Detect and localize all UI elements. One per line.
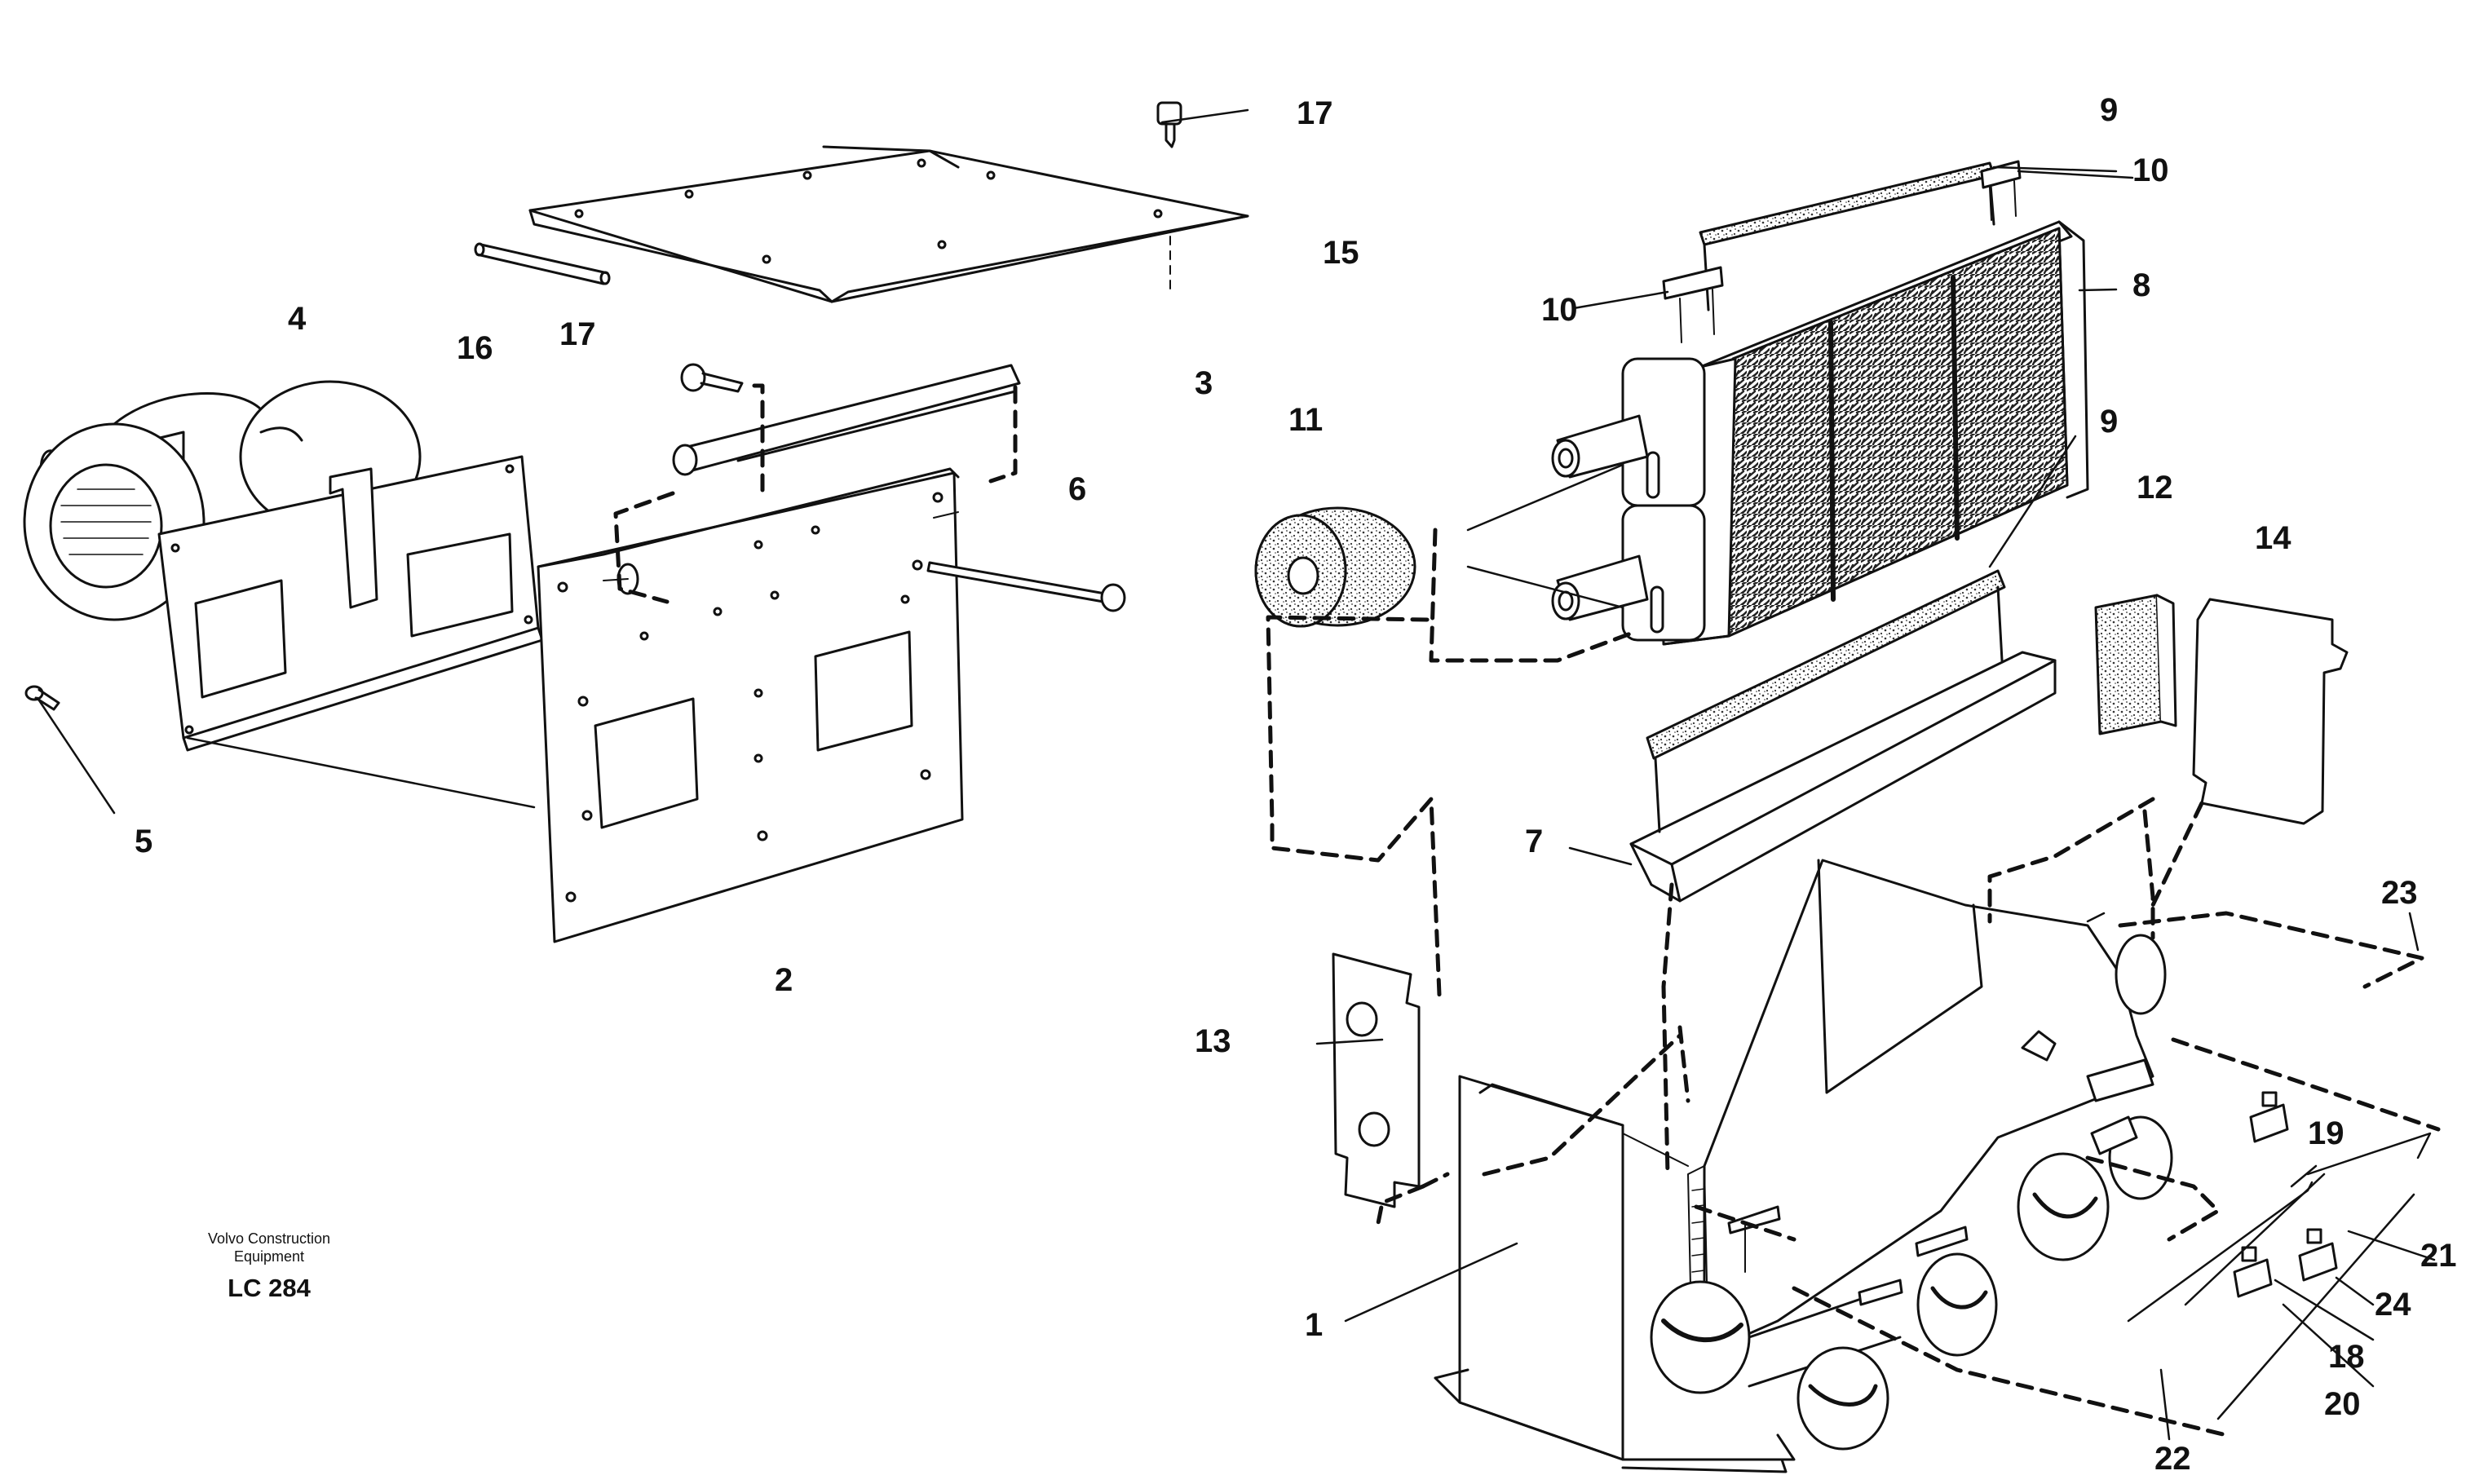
callout-9-bottom: 9: [2100, 404, 2118, 439]
diagram-code: LC 284: [228, 1274, 311, 1302]
top-cover-plate: [528, 145, 1249, 303]
callout-11: 11: [1288, 402, 1323, 438]
assembly-lines-left: [613, 383, 1018, 604]
heater-housing-1: [1434, 859, 2173, 1473]
sealing-strip-3: [672, 364, 1021, 476]
callout-8: 8: [2132, 267, 2150, 303]
clip-10-left: [1662, 266, 1724, 343]
callout-19: 19: [2308, 1115, 2344, 1151]
bracket-13: [1332, 952, 1421, 1208]
screw-top: [1156, 101, 1182, 148]
clip-10-right: [1980, 160, 2022, 221]
callout-7: 7: [1525, 824, 1543, 859]
callout-10-left: 10: [1541, 292, 1578, 328]
callout-14: 14: [2255, 520, 2291, 556]
callout-17-middle: 17: [559, 316, 596, 352]
caption-line-1: Volvo Construction: [207, 1230, 331, 1247]
callout-9-top: 9: [2100, 92, 2118, 128]
wire-rods: [2127, 1132, 2432, 1420]
switch-connectors: [2233, 1091, 2338, 1298]
callout-21: 21: [2420, 1238, 2457, 1274]
seal-strip-bottom: [1646, 569, 2006, 760]
callout-10-right: 10: [2132, 152, 2169, 188]
rubber-strip-rod: [474, 242, 611, 285]
callout-16: 16: [457, 330, 493, 366]
callout-1: 1: [1305, 1307, 1323, 1343]
callout-24: 24: [2375, 1287, 2411, 1323]
callout-2: 2: [775, 962, 793, 998]
screw-5: [24, 685, 60, 711]
callout-labels: 17 9 10 15 8 16 4 10 17 3 9 11 12 14 6 5…: [135, 92, 2457, 1477]
heater-core: [1551, 220, 2089, 646]
callout-5: 5: [135, 824, 152, 859]
manufacturer-caption: Volvo Construction Equipment LC 284: [139, 1230, 400, 1303]
caption-line-2: Equipment: [233, 1248, 305, 1265]
leader-lines-left: [36, 108, 1249, 815]
foam-block-12: [2094, 594, 2177, 735]
drip-tray-7: [1629, 585, 2057, 903]
callout-15: 15: [1323, 235, 1359, 271]
bolt-6: [926, 561, 1126, 612]
callout-3: 3: [1195, 365, 1213, 401]
callout-12: 12: [2137, 470, 2173, 506]
callout-13: 13: [1195, 1023, 1231, 1059]
callout-18: 18: [2328, 1339, 2365, 1375]
callout-22: 22: [2154, 1441, 2191, 1477]
callout-23: 23: [2381, 875, 2418, 911]
gasket-plate-14: [2192, 598, 2349, 825]
assembly-lines-right: [1266, 528, 2441, 1438]
callout-20: 20: [2324, 1386, 2361, 1422]
blower-fan: [23, 380, 544, 752]
callout-6: 6: [1068, 471, 1086, 507]
leader-lines-right: [1315, 166, 2436, 1441]
callout-4: 4: [288, 301, 307, 337]
mounting-plate: [537, 467, 964, 943]
screw-middle: [680, 363, 744, 393]
callout-17-top: 17: [1297, 95, 1333, 131]
foam-ring-11: [1254, 506, 1416, 628]
